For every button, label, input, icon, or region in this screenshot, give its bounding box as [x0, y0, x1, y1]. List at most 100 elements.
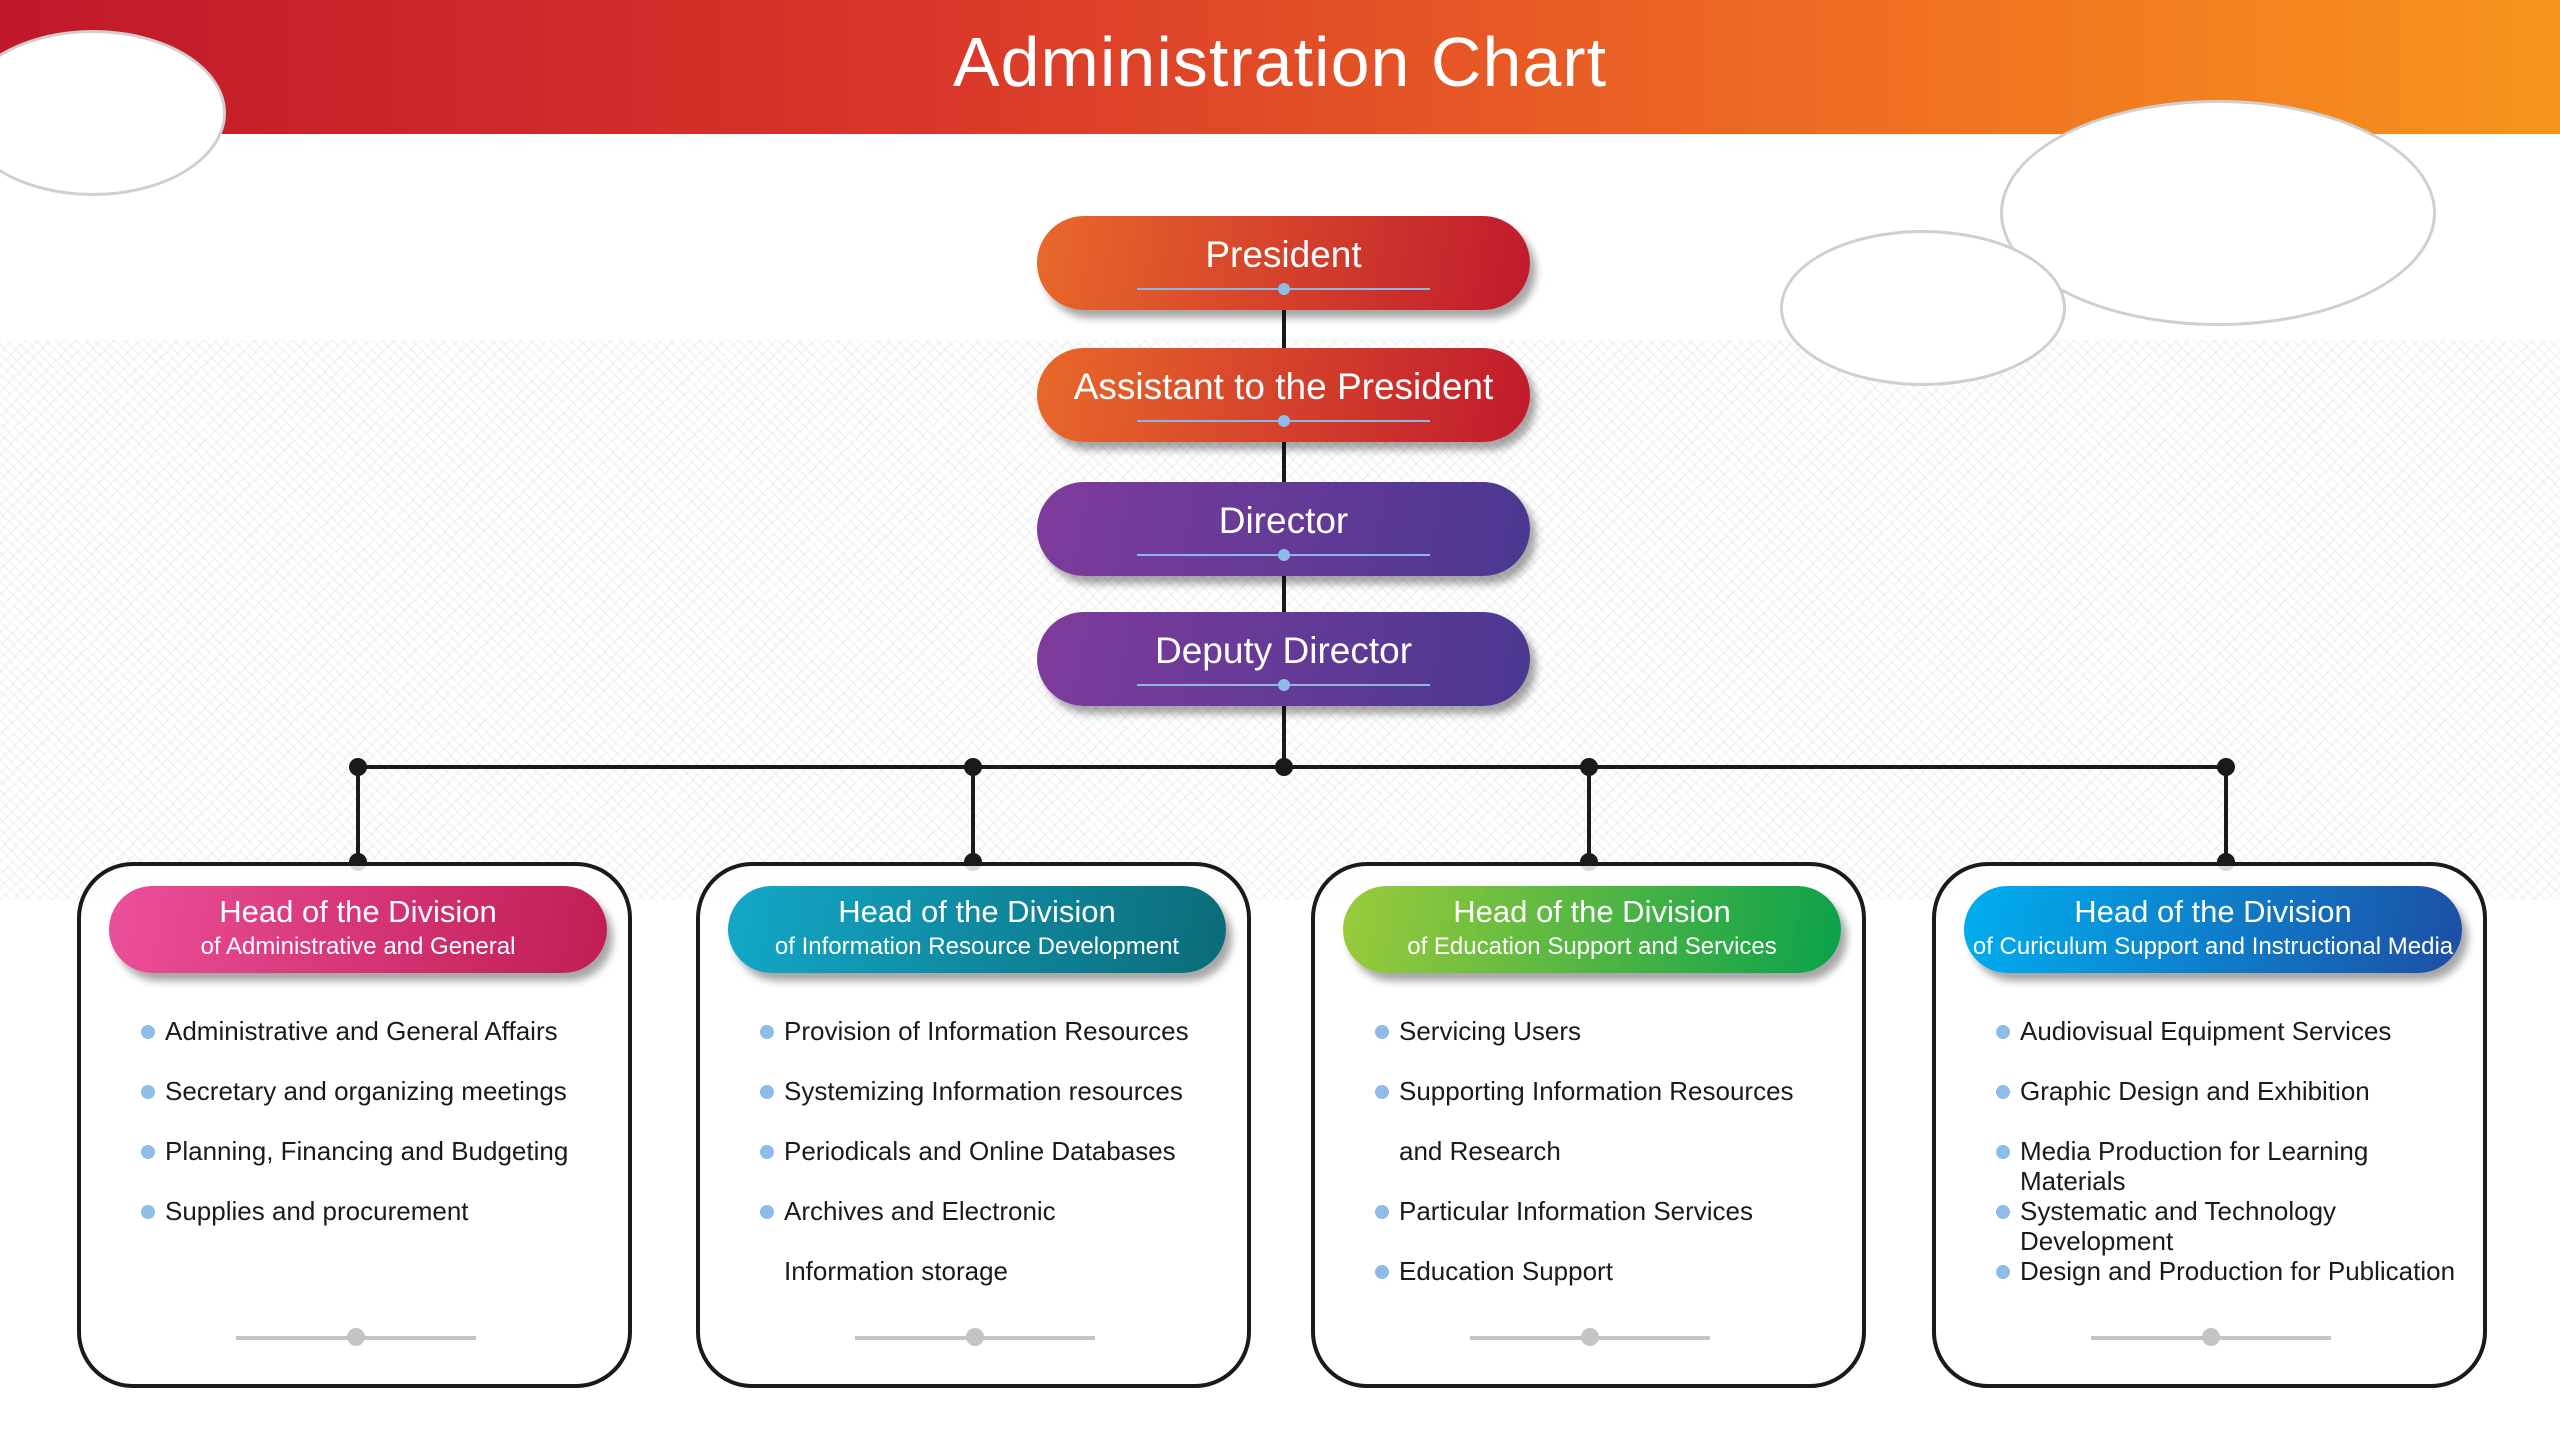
- division-item: Information storage: [760, 1256, 1237, 1316]
- node-director: Director: [1037, 482, 1530, 576]
- bullet-icon: [1996, 1025, 2010, 1039]
- division-item-label: Planning, Financing and Budgeting: [165, 1136, 569, 1166]
- division-item: and Research: [1375, 1136, 1852, 1196]
- division-item-label: Media Production for Learning Materials: [2020, 1136, 2369, 1196]
- division-item-label: Archives and Electronic: [784, 1196, 1056, 1226]
- division-title: Head of the Division: [838, 894, 1116, 929]
- division-header: Head of the Division of Information Reso…: [728, 886, 1226, 973]
- bullet-icon: [760, 1205, 774, 1219]
- division-item: Secretary and organizing meetings: [141, 1076, 618, 1136]
- connector-line: [1282, 705, 1286, 767]
- node-deputy-director: Deputy Director: [1037, 612, 1530, 706]
- bullet-icon: [760, 1085, 774, 1099]
- division-item-label: Secretary and organizing meetings: [165, 1076, 567, 1106]
- division-item: Planning, Financing and Budgeting: [141, 1136, 618, 1196]
- bullet-icon: [1996, 1205, 2010, 1219]
- division-header: Head of the Division of Education Suppor…: [1343, 886, 1841, 973]
- division-subtitle: of Information Resource Development: [774, 933, 1180, 960]
- division-item: Audiovisual Equipment Services: [1996, 1016, 2473, 1076]
- cloud-decoration: [1780, 230, 2066, 386]
- division-subtitle: of Curiculum Support and Instructional M…: [1972, 933, 2454, 960]
- node-label: President: [1205, 234, 1362, 275]
- division-card: Head of the Division of Information Reso…: [696, 862, 1251, 1388]
- division-item: Particular Information Services: [1375, 1196, 1852, 1256]
- bullet-icon: [141, 1025, 155, 1039]
- division-item: Graphic Design and Exhibition: [1996, 1076, 2473, 1136]
- division-item: Provision of Information Resources: [760, 1016, 1237, 1076]
- decorative-slider: [236, 1328, 476, 1346]
- node-divider: [1137, 415, 1430, 427]
- division-title: Head of the Division: [219, 894, 497, 929]
- division-card: Head of the Division of Administrative a…: [77, 862, 632, 1388]
- node-president: President: [1037, 216, 1530, 310]
- bullet-icon: [1996, 1145, 2010, 1159]
- division-header: Head of the Division of Curiculum Suppor…: [1964, 886, 2462, 973]
- connector-line: [1282, 310, 1286, 348]
- junction-dot: [2217, 758, 2235, 776]
- division-item-label: Audiovisual Equipment Services: [2020, 1016, 2392, 1046]
- junction-dot: [349, 758, 367, 776]
- division-item-label: Information storage: [784, 1256, 1009, 1286]
- bullet-icon: [141, 1085, 155, 1099]
- node-label: Assistant to the President: [1073, 366, 1494, 407]
- division-item-label: Education Support: [1399, 1256, 1613, 1286]
- branch-drop: [2224, 765, 2228, 862]
- bullet-icon: [760, 1145, 774, 1159]
- division-item-label: Administrative and General Affairs: [165, 1016, 558, 1046]
- division-item: Periodicals and Online Databases: [760, 1136, 1237, 1196]
- junction-dot: [1580, 758, 1598, 776]
- division-item-label: Design and Production for Publication: [2020, 1256, 2456, 1286]
- division-item: Archives and Electronic: [760, 1196, 1237, 1256]
- division-title: Head of the Division: [2074, 894, 2352, 929]
- division-item: Systematic and Technology Development: [1996, 1196, 2473, 1256]
- division-item-label: Systematic and Technology Development: [2020, 1196, 2337, 1256]
- division-item-label: Supporting Information Resources: [1399, 1076, 1794, 1106]
- bullet-icon: [1375, 1085, 1389, 1099]
- division-header: Head of the Division of Administrative a…: [109, 886, 607, 973]
- bullet-icon: [1375, 1265, 1389, 1279]
- division-subtitle: of Education Support and Services: [1407, 933, 1777, 960]
- division-item-label: Particular Information Services: [1399, 1196, 1754, 1226]
- branch-drop: [356, 765, 360, 862]
- node-divider: [1137, 283, 1430, 295]
- bullet-icon: [1375, 1025, 1389, 1039]
- division-item: Supplies and procurement: [141, 1196, 618, 1256]
- division-card: Head of the Division of Education Suppor…: [1311, 862, 1866, 1388]
- division-item: Education Support: [1375, 1256, 1852, 1316]
- division-subtitle: of Administrative and General: [200, 933, 516, 960]
- node-divider: [1137, 549, 1430, 561]
- branch-line: [358, 765, 2228, 769]
- bullet-icon: [1996, 1085, 2010, 1099]
- division-item-label: Graphic Design and Exhibition: [2020, 1076, 2370, 1106]
- division-item-label: Supplies and procurement: [165, 1196, 469, 1226]
- division-item: Media Production for Learning Materials: [1996, 1136, 2473, 1196]
- division-item-label: and Research: [1399, 1136, 1561, 1166]
- node-divider: [1137, 679, 1430, 691]
- cloud-decoration: [2000, 100, 2436, 326]
- junction-dot: [964, 758, 982, 776]
- division-item-label: Systemizing Information resources: [784, 1076, 1183, 1106]
- division-title: Head of the Division: [1453, 894, 1731, 929]
- decorative-slider: [855, 1328, 1095, 1346]
- bullet-icon: [141, 1145, 155, 1159]
- bullet-icon: [141, 1205, 155, 1219]
- decorative-slider: [2091, 1328, 2331, 1346]
- junction-dot: [1275, 758, 1293, 776]
- connector-line: [1282, 441, 1286, 482]
- division-item-label: Provision of Information Resources: [784, 1016, 1189, 1046]
- division-item-label: Periodicals and Online Databases: [784, 1136, 1176, 1166]
- branch-drop: [1587, 765, 1591, 862]
- division-item-label: Servicing Users: [1399, 1016, 1582, 1046]
- branch-drop: [971, 765, 975, 862]
- decorative-slider: [1470, 1328, 1710, 1346]
- division-item: Administrative and General Affairs: [141, 1016, 618, 1076]
- division-item: Supporting Information Resources: [1375, 1076, 1852, 1136]
- node-label: Director: [1218, 500, 1349, 541]
- division-card: Head of the Division of Curiculum Suppor…: [1932, 862, 2487, 1388]
- node-assistant-to-president: Assistant to the President: [1037, 348, 1530, 442]
- page-title: Administration Chart: [952, 23, 1608, 101]
